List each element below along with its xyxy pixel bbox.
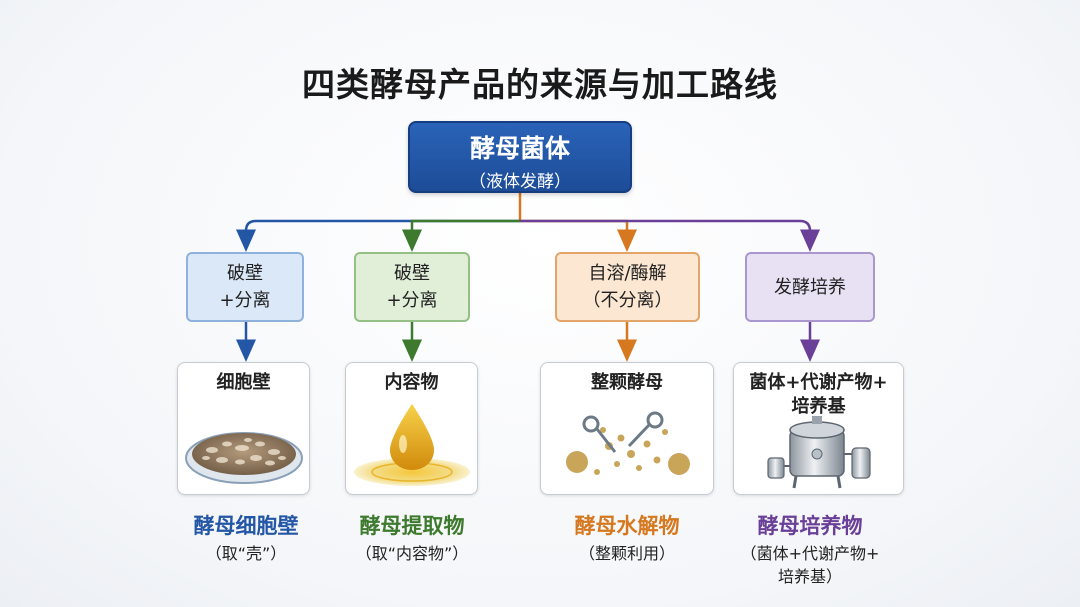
enzyme-scissors-icon	[566, 411, 690, 475]
product-name: 酵母细胞壁	[193, 514, 299, 538]
cell-wall-dish-icon	[184, 432, 303, 484]
card-label-line: 菌体+代谢产物+	[749, 372, 888, 393]
product-note: （整颗利用）	[547, 542, 707, 565]
product-name: 酵母水解物	[574, 514, 680, 538]
process-box-culture: 发酵培养	[745, 252, 875, 322]
process-line: （不分离）	[582, 290, 673, 311]
process-line: 破壁	[394, 263, 430, 284]
bus-purple	[520, 219, 820, 252]
card-label: 内容物	[384, 372, 439, 393]
oil-drop-icon	[353, 404, 470, 486]
process-box-hydrolysate: 自溶/酶解 （不分离）	[555, 252, 700, 322]
note-line: （取“壳”）	[205, 544, 287, 563]
process-line: 破壁	[227, 263, 263, 284]
material-card-culture: 菌体+代谢产物+ 培养基	[733, 362, 904, 495]
root-sublabel: （液体发酵）	[469, 172, 571, 192]
fermenter-tank-icon	[766, 416, 871, 489]
process-line: +分离	[386, 290, 438, 311]
note-line: 培养基）	[777, 567, 842, 586]
product-note: （取“壳”）	[166, 542, 326, 565]
page-title: 四类酵母产品的来源与加工路线	[302, 65, 778, 104]
card-label: 整颗酵母	[591, 372, 663, 393]
process-line: +分离	[219, 290, 271, 311]
card-label-line: 培养基	[791, 396, 846, 417]
root-node: 酵母菌体 （液体发酵）	[408, 121, 632, 193]
note-line: （取“内容物”）	[355, 544, 469, 563]
process-line: 自溶/酶解	[588, 263, 667, 284]
product-name: 酵母提取物	[359, 514, 465, 538]
product-name: 酵母培养物	[757, 514, 863, 538]
bus-green	[402, 219, 520, 252]
process-box-cell-wall: 破壁 +分离	[186, 252, 304, 322]
material-card-hydrolysate: 整颗酵母	[540, 362, 714, 495]
note-line: （菌体+代谢产物+	[740, 544, 880, 563]
process-box-extract: 破壁 +分离	[354, 252, 470, 322]
product-note: （取“内容物”）	[322, 542, 502, 565]
bus-blue	[236, 219, 520, 252]
card-label: 细胞壁	[216, 372, 271, 393]
root-label: 酵母菌体	[469, 134, 570, 163]
note-line: （整颗利用）	[578, 544, 675, 563]
material-card-cell-wall: 细胞壁	[177, 362, 310, 495]
material-card-extract: 内容物	[345, 362, 478, 495]
bus-orange	[520, 219, 637, 252]
process-line: 发酵培养	[774, 276, 846, 298]
product-note: （菌体+代谢产物+ 培养基）	[720, 542, 900, 588]
